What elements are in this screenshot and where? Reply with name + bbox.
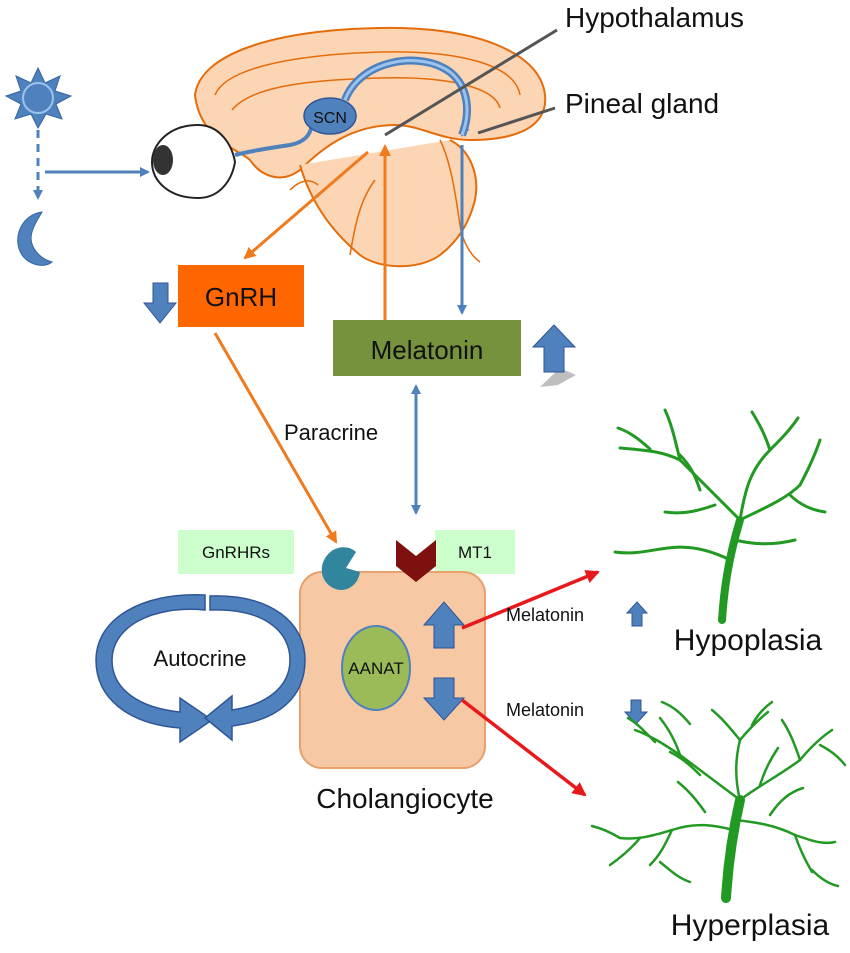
mt1-label: MT1 bbox=[458, 543, 492, 562]
autocrine-cycle-icon bbox=[95, 594, 306, 744]
gnrh-label: GnRH bbox=[205, 282, 277, 312]
hypothalamus-to-gnrh-arrow bbox=[243, 150, 369, 260]
autocrine-label: Autocrine bbox=[154, 646, 247, 671]
gnrh-box bbox=[178, 265, 304, 327]
aanat-label: AANAT bbox=[348, 659, 403, 678]
melatonin-up-small-label: Melatonin bbox=[506, 605, 584, 625]
pineal-callout-line bbox=[477, 106, 556, 135]
aanat-node bbox=[341, 625, 411, 711]
melatonin-box bbox=[333, 320, 521, 376]
mt1-label-box bbox=[435, 530, 515, 574]
gnrh-receptor-icon bbox=[321, 547, 360, 591]
gnrh-down-arrow-icon bbox=[142, 282, 178, 324]
aanat-up-arrow-icon bbox=[422, 601, 466, 649]
sun-icon bbox=[4, 66, 73, 130]
eye-icon bbox=[150, 123, 237, 200]
hypothalamus-label: Hypothalamus bbox=[565, 2, 744, 33]
to-hyperplasia-arrow bbox=[460, 698, 587, 797]
brain-icon bbox=[193, 26, 547, 268]
hyperplasia-biliary-tree-icon bbox=[590, 700, 847, 903]
gnrhrs-label-box bbox=[178, 530, 294, 574]
moon-icon bbox=[17, 211, 54, 266]
mt1-receptor-icon bbox=[396, 540, 436, 582]
melatonin-down-small-label: Melatonin bbox=[506, 700, 584, 720]
small-down-arrow-icon bbox=[623, 699, 649, 725]
optic-nerve-line bbox=[234, 124, 314, 157]
hyperplasia-label: Hyperplasia bbox=[671, 909, 830, 942]
melatonin-up-arrow-icon bbox=[531, 324, 577, 373]
aanat-down-arrow-icon bbox=[422, 677, 466, 721]
hypoplasia-label: Hypoplasia bbox=[674, 624, 823, 657]
hypothalamus-callout-line bbox=[384, 28, 558, 137]
melatonin-label: Melatonin bbox=[371, 335, 484, 365]
small-up-arrow-icon bbox=[625, 601, 649, 627]
pineal-gland-label: Pineal gland bbox=[565, 88, 719, 119]
to-hypoplasia-arrow bbox=[461, 570, 600, 630]
hypoplasia-biliary-tree-icon bbox=[613, 408, 827, 624]
gnrhrs-label: GnRHRs bbox=[202, 543, 270, 562]
paracrine-label: Paracrine bbox=[284, 420, 378, 445]
scn-label: SCN bbox=[313, 110, 347, 127]
scn-node bbox=[303, 97, 357, 135]
cholangiocyte-label: Cholangiocyte bbox=[316, 783, 493, 814]
gnrh-to-receptor-arrow bbox=[213, 332, 338, 544]
